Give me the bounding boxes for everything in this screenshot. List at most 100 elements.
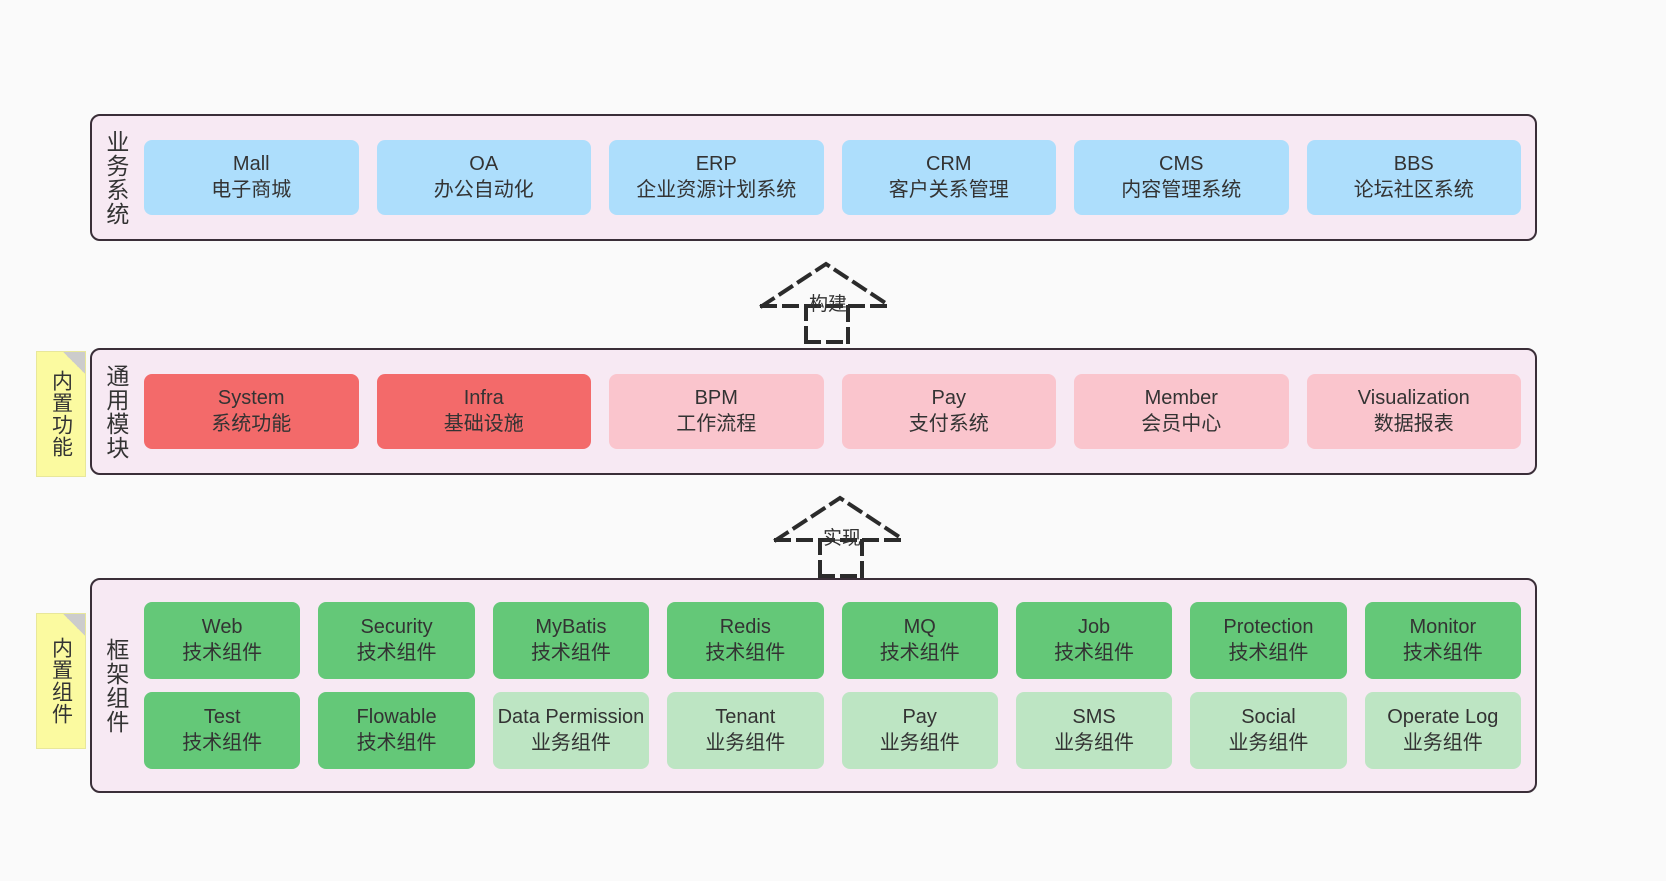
layer-common-module: 通用模块 System 系统功能 Infra 基础设施 BPM 工作流程 Pay… [90, 348, 1537, 475]
node-subtitle: 技术组件 [1054, 641, 1135, 664]
node-row: System 系统功能 Infra 基础设施 BPM 工作流程 Pay 支付系统… [144, 374, 1521, 449]
node-title: Security [360, 615, 433, 638]
node-title: Tenant [715, 705, 776, 728]
node-title: Redis [719, 615, 771, 638]
node-subtitle: 技术组件 [530, 641, 611, 664]
node-title: MyBatis [535, 615, 607, 638]
node-monitor[interactable]: Monitor 技术组件 [1364, 602, 1521, 679]
node-pay-component[interactable]: Pay 业务组件 [841, 692, 998, 769]
node-row: Web 技术组件 Security 技术组件 MyBatis 技术组件 Redi… [144, 602, 1521, 679]
node-row: Test 技术组件 Flowable 技术组件 Data Permission … [144, 692, 1521, 769]
node-title: Job [1077, 615, 1111, 638]
node-title: Data Permission [497, 705, 645, 728]
node-member[interactable]: Member 会员中心 [1074, 374, 1289, 449]
node-subtitle: 内容管理系统 [1121, 178, 1242, 201]
node-sms[interactable]: SMS 业务组件 [1015, 692, 1173, 769]
node-title: Infra [463, 386, 504, 409]
node-title: BPM [694, 386, 738, 409]
node-subtitle: 技术组件 [356, 731, 437, 754]
node-subtitle: 办公自动化 [433, 178, 534, 201]
node-subtitle: 技术组件 [1402, 641, 1483, 664]
node-subtitle: 基础设施 [443, 412, 524, 435]
node-subtitle: 电子商城 [211, 178, 292, 201]
node-subtitle: 论坛社区系统 [1353, 178, 1474, 201]
node-subtitle: 客户关系管理 [888, 178, 1009, 201]
node-mq[interactable]: MQ 技术组件 [841, 602, 998, 679]
node-subtitle: 技术组件 [879, 641, 960, 664]
layer-title-framework-component: 框架组件 [102, 637, 129, 734]
connector-implement: 实现 [772, 492, 912, 578]
node-bbs[interactable]: BBS 论坛社区系统 [1306, 140, 1521, 215]
node-data-permission[interactable]: Data Permission 业务组件 [492, 692, 650, 769]
node-title: Flowable [356, 705, 437, 728]
node-job[interactable]: Job 技术组件 [1015, 602, 1173, 679]
layer-title-common-module: 通用模块 [102, 363, 129, 460]
node-title: MQ [903, 615, 936, 638]
node-crm[interactable]: CRM 客户关系管理 [841, 140, 1056, 215]
node-subtitle: 企业资源计划系统 [636, 178, 797, 201]
node-protection[interactable]: Protection 技术组件 [1190, 602, 1347, 679]
node-title: System [217, 386, 285, 409]
node-title: SMS [1072, 705, 1116, 728]
node-cms[interactable]: CMS 内容管理系统 [1074, 140, 1289, 215]
node-title: Operate Log [1387, 705, 1499, 728]
node-bpm[interactable]: BPM 工作流程 [609, 374, 824, 449]
node-security[interactable]: Security 技术组件 [318, 602, 475, 679]
node-redis[interactable]: Redis 技术组件 [667, 602, 824, 679]
node-title: Test [203, 705, 241, 728]
node-subtitle: 业务组件 [530, 731, 611, 754]
dashed-generalization-arrow-icon [759, 261, 893, 344]
node-test[interactable]: Test 技术组件 [144, 692, 301, 769]
node-social[interactable]: Social 业务组件 [1190, 692, 1347, 769]
layer-title-business-system: 业务系统 [102, 129, 129, 226]
note-builtin-component: 内置组件 [36, 613, 86, 749]
dashed-generalization-arrow-icon [773, 495, 907, 578]
node-subtitle: 业务组件 [705, 731, 786, 754]
node-mall[interactable]: Mall 电子商城 [144, 140, 359, 215]
node-subtitle: 业务组件 [1054, 731, 1135, 754]
node-title: ERP [695, 152, 737, 175]
node-web[interactable]: Web 技术组件 [144, 602, 301, 679]
node-title: Protection [1223, 615, 1314, 638]
node-pay[interactable]: Pay 支付系统 [841, 374, 1056, 449]
node-subtitle: 工作流程 [676, 412, 757, 435]
layer-body-common-module: System 系统功能 Infra 基础设施 BPM 工作流程 Pay 支付系统… [138, 350, 1535, 473]
node-subtitle: 数据报表 [1373, 412, 1454, 435]
node-subtitle: 会员中心 [1141, 412, 1222, 435]
node-title: Monitor [1409, 615, 1477, 638]
node-infra[interactable]: Infra 基础设施 [376, 374, 591, 449]
layer-body-business-system: Mall 电子商城 OA 办公自动化 ERP 企业资源计划系统 CRM 客户关系… [138, 116, 1535, 239]
node-system[interactable]: System 系统功能 [144, 374, 359, 449]
node-subtitle: 业务组件 [1402, 731, 1483, 754]
node-title: Pay [902, 705, 937, 728]
note-fold-corner-icon [63, 614, 85, 636]
node-subtitle: 技术组件 [1228, 641, 1309, 664]
note-fold-corner-icon [63, 352, 85, 374]
node-title: Social [1241, 705, 1296, 728]
layer-business-system: 业务系统 Mall 电子商城 OA 办公自动化 ERP 企业资源计划系统 CRM… [90, 114, 1537, 241]
node-subtitle: 技术组件 [356, 641, 437, 664]
node-oa[interactable]: OA 办公自动化 [376, 140, 591, 215]
node-subtitle: 技术组件 [182, 731, 263, 754]
node-title: CRM [925, 152, 972, 175]
node-subtitle: 系统功能 [211, 412, 292, 435]
connector-build: 构建 [758, 258, 898, 344]
node-visualization[interactable]: Visualization 数据报表 [1306, 374, 1521, 449]
node-tenant[interactable]: Tenant 业务组件 [667, 692, 824, 769]
node-flowable[interactable]: Flowable 技术组件 [318, 692, 475, 769]
node-title: Member [1144, 386, 1218, 409]
node-erp[interactable]: ERP 企业资源计划系统 [609, 140, 824, 215]
node-subtitle: 技术组件 [705, 641, 786, 664]
layer-framework-component: 框架组件 Web 技术组件 Security 技术组件 MyBatis 技术组件… [90, 578, 1537, 793]
node-title: Visualization [1357, 386, 1470, 409]
node-title: Mall [232, 152, 270, 175]
note-label: 内置功能 [49, 370, 73, 458]
node-title: Web [201, 615, 243, 638]
node-subtitle: 支付系统 [908, 412, 989, 435]
node-title: BBS [1393, 152, 1434, 175]
node-operate-log[interactable]: Operate Log 业务组件 [1364, 692, 1521, 769]
node-mybatis[interactable]: MyBatis 技术组件 [492, 602, 650, 679]
note-builtin-feature: 内置功能 [36, 351, 86, 477]
node-title: Pay [931, 386, 966, 409]
